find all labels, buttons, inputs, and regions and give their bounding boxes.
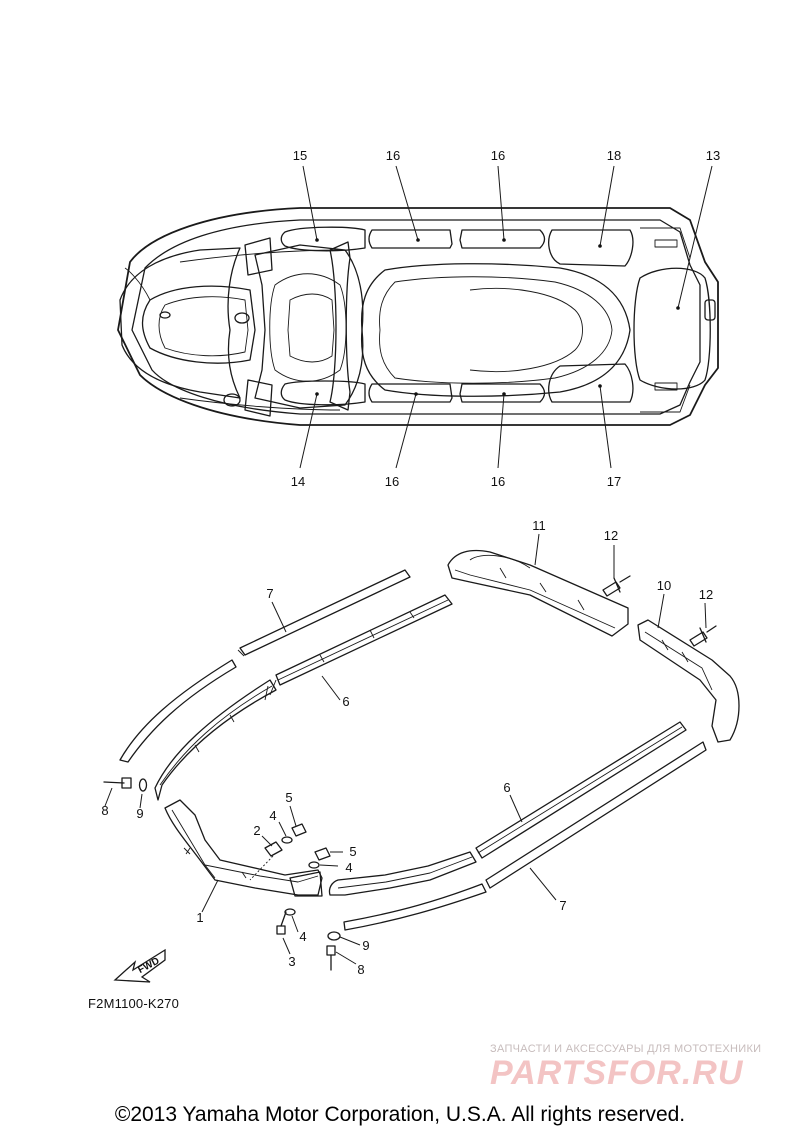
callout-9b: 9 (362, 938, 369, 953)
drawing-code: F2M1100-K270 (88, 996, 180, 1011)
screw-12a (602, 575, 631, 597)
bolt-part-2 (249, 841, 283, 881)
washer-9b (327, 931, 341, 941)
callout-11: 11 (532, 518, 546, 533)
mat-18 (548, 229, 634, 267)
deck-line-3 (124, 267, 151, 301)
fwd-label: FWD (136, 956, 161, 976)
screw-12b (689, 625, 717, 647)
callout-3: 3 (288, 954, 295, 969)
nut-5b (314, 847, 331, 861)
callout-8b: 8 (357, 962, 364, 977)
nut-5a (291, 823, 307, 837)
deck-line-1 (179, 249, 341, 263)
callout-16d: 16 (491, 474, 505, 489)
copyright-notice: ©2013 Yamaha Motor Corporation, U.S.A. A… (114, 1103, 686, 1126)
callout-numbers: 15 16 16 18 13 14 16 16 17 11 12 10 12 7… (101, 148, 720, 977)
callout-5a: 5 (285, 790, 292, 805)
callout-7a: 7 (266, 586, 273, 601)
washer-4a (281, 836, 293, 844)
callout-4c: 4 (299, 929, 306, 944)
mat-16c (368, 383, 453, 403)
bow-deck (119, 247, 241, 399)
stern-badge-2 (654, 382, 678, 391)
callout-1: 1 (196, 910, 203, 925)
callout-16c: 16 (385, 474, 399, 489)
callout-8a: 8 (101, 803, 108, 818)
callout-12a: 12 (604, 528, 618, 543)
callout-6a: 6 (342, 694, 349, 709)
stern-eye (704, 299, 716, 321)
callout-9a: 9 (136, 806, 143, 821)
stern-badge-1 (654, 239, 678, 248)
washer-4b (308, 861, 320, 869)
deck-line-2 (179, 397, 341, 411)
bumper-part-1 (164, 799, 323, 897)
callout-18: 18 (607, 148, 621, 163)
callout-13: 13 (706, 148, 720, 163)
hull-outline (117, 207, 719, 426)
seat-back (469, 288, 583, 372)
callout-2: 2 (253, 823, 260, 838)
callout-6b: 6 (503, 780, 510, 795)
pin-8a (103, 777, 132, 789)
stern-line-2 (640, 384, 691, 413)
pin-8b (326, 945, 336, 971)
top-leaders (299, 165, 713, 469)
mirror-left (244, 237, 273, 276)
strip-part-7b (343, 741, 707, 931)
callout-12b: 12 (699, 587, 713, 602)
mat-15 (280, 226, 366, 252)
watermark-tagline: ЗАПЧАСТИ И АКСЕССУАРЫ ДЛЯ МОТОТЕХНИКИ (490, 1043, 762, 1055)
hull-inner-rim (131, 219, 701, 415)
callout-4b: 4 (345, 860, 352, 875)
rear-hatch-cover (633, 267, 711, 390)
callout-4a: 4 (269, 808, 276, 823)
callout-17: 17 (607, 474, 621, 489)
seat-inner (379, 276, 613, 384)
bow-light (159, 311, 171, 319)
mirror-mount (223, 393, 241, 407)
bolt-part-3 (276, 911, 287, 935)
callout-5b: 5 (349, 844, 356, 859)
callout-7b: 7 (559, 898, 566, 913)
rail-part-11 (447, 549, 629, 637)
mat-14 (280, 380, 366, 406)
strip-part-7a (119, 569, 411, 763)
callout-15: 15 (293, 148, 307, 163)
rail-part-10 (637, 619, 740, 743)
console-inner (287, 293, 335, 363)
seat (360, 263, 631, 397)
hull-top-view (117, 207, 719, 426)
console (254, 244, 364, 409)
washer-9a (138, 778, 148, 792)
exploded-leaders (104, 533, 707, 965)
bow-hatch-inner (158, 296, 249, 357)
callout-16b: 16 (491, 148, 505, 163)
fwd-arrow: FWD (113, 948, 166, 983)
callout-10: 10 (657, 578, 671, 593)
mat-16b (459, 229, 546, 249)
bow-cap (234, 312, 250, 324)
mat-17 (548, 363, 634, 403)
callout-14: 14 (291, 474, 305, 489)
callout-16a: 16 (386, 148, 400, 163)
mat-16d (459, 383, 546, 403)
handlebar (329, 241, 351, 411)
console-top (269, 273, 347, 382)
mirror-right (244, 379, 273, 417)
rail-part-6b (328, 721, 687, 896)
rail-part-6a (154, 594, 453, 801)
stern-line-1 (640, 227, 691, 259)
washer-4c (284, 908, 296, 916)
watermark-logo: PARTSFOR.RU (490, 1054, 744, 1092)
mat-16a (368, 229, 453, 249)
bow-hatch (141, 285, 256, 364)
